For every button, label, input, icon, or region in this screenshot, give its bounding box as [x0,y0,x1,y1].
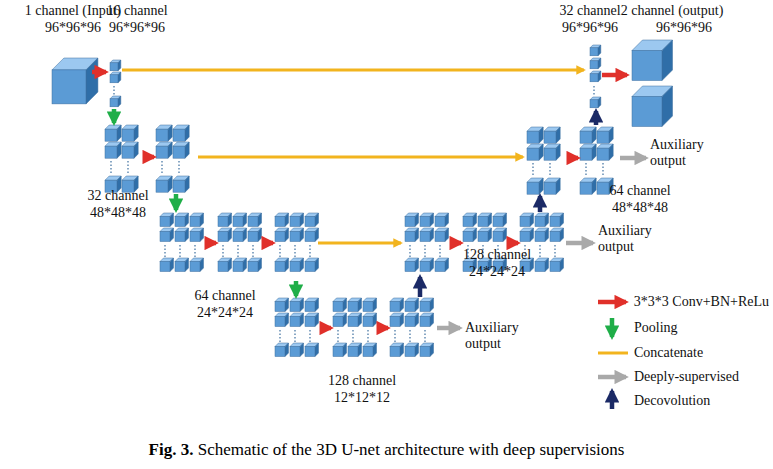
conv-arrow [379,326,388,331]
legend-sample [598,300,626,305]
legend-sample [598,352,628,355]
output-label: Auxiliary output [598,223,660,255]
legend-text: Concatenate [634,345,703,361]
dimension-label: 24*24*24 [197,305,253,321]
feature-stack [110,60,121,107]
legend-text: Decovolution [634,393,710,409]
conv-arrow [569,156,578,161]
skip-connection [122,69,584,72]
dimension-label: 96*96*96 [45,20,101,36]
feature-stack [105,125,138,192]
dimension-label: 2 channel (output) [621,3,724,19]
dimension-label: 48*48*48 [612,200,668,216]
conv-arrow [207,241,216,246]
supervision-arrow [620,156,646,161]
legend-text: 3*3*3 Conv+BN+ReLu [634,294,769,310]
conv-arrow [322,326,331,331]
dimension-label: 96*96*96 [109,20,165,36]
skip-connection [198,156,523,159]
feature-maps [52,40,673,357]
output-label: Auxiliary output [650,137,712,169]
dimension-label: 96*96*96 [656,20,712,36]
supervision-arrow [566,241,593,246]
deconv-arrow [538,196,543,212]
conv-arrow [509,241,518,246]
conv-arrow [92,70,106,75]
feature-stack [520,213,564,272]
dimension-label: 96*96*96 [562,20,618,36]
feature-stack [590,45,601,108]
dimension-label: 128 channel [463,247,531,263]
figure-caption: Fig. 3. Schematic of the 3D U-net archit… [149,440,625,460]
supervision-arrow [437,326,460,331]
feature-stack [275,298,319,357]
conv-arrow [264,241,273,246]
feature-stack [580,127,613,194]
dimension-label: 48*48*48 [90,205,146,221]
feature-stack [463,213,507,272]
feature-stack [218,213,262,272]
legend-sample [598,375,626,380]
skip-connection [318,242,401,245]
feature-stack [156,125,189,192]
dimension-label: 32 channel [559,3,620,19]
dimension-label: 64 channel [194,288,255,304]
volume-cube [52,58,98,104]
output-label: Auxiliary output [465,320,527,352]
conv-arrow [145,155,154,160]
deconv-arrow [594,111,599,125]
dimension-label: 12*12*12 [334,390,390,406]
legend-sample [610,391,615,409]
feature-stack [160,213,204,272]
volume-cube [632,86,673,127]
legend-text: Deeply-supervised [634,369,739,385]
conv-arrow [602,73,627,78]
pooling-arrow [174,194,179,210]
volume-cube [632,40,673,81]
deconv-arrow [418,277,423,297]
pooling-arrow [112,109,117,123]
legend-sample [610,318,615,337]
dimension-label: 64 channel [609,183,670,199]
dimension-label: 32 channel [87,188,148,204]
feature-stack [405,213,449,272]
feature-stack [527,127,560,194]
dimension-label: 128 channel [328,373,396,389]
pooling-arrow [294,281,299,296]
conv-arrow [451,241,461,246]
dimension-label: 16 channel [106,3,167,19]
feature-stack [275,213,319,272]
dimension-label: 24*24*24 [469,264,525,280]
legend-text: Pooling [634,320,678,336]
feature-stack [390,298,434,357]
feature-stack [333,298,377,357]
